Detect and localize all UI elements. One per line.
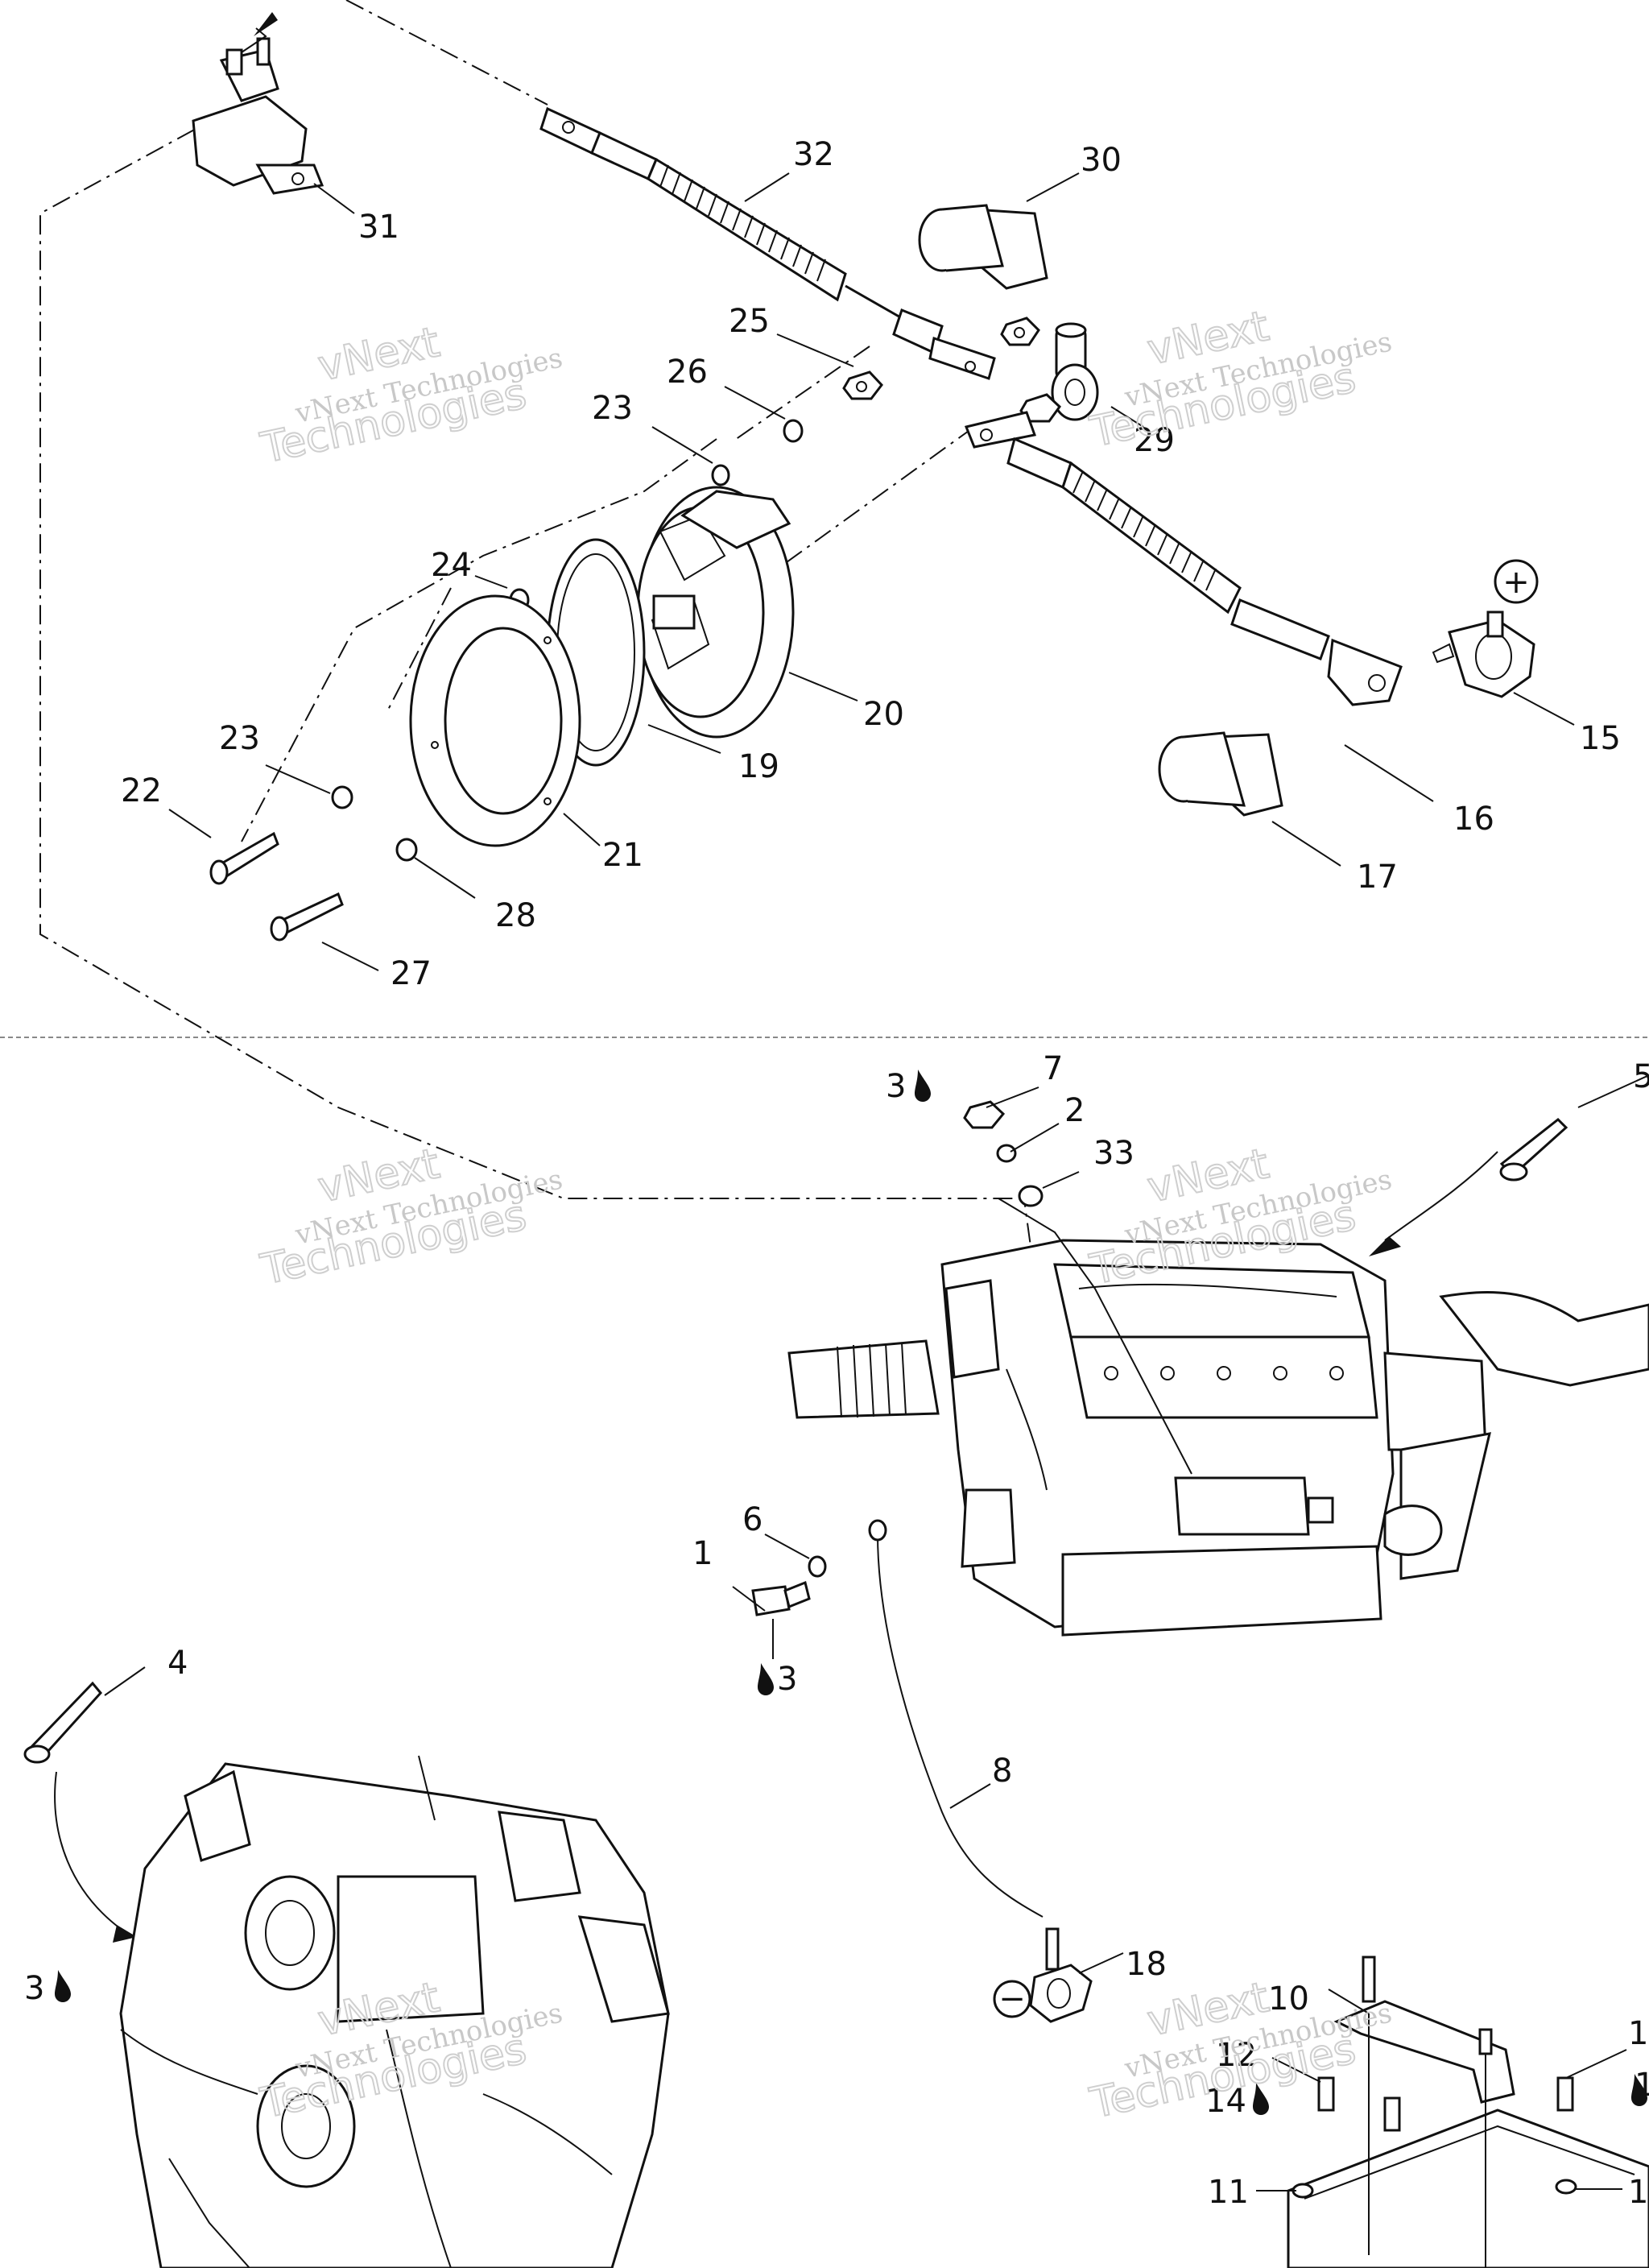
callout-3-left: 3: [24, 1970, 44, 2007]
callout-20: 20: [863, 696, 904, 733]
drop-icon: [915, 1070, 931, 1102]
drop-icon-right: [1631, 2074, 1647, 2106]
part-33-ring: [1018, 1185, 1044, 1207]
callout-10: 10: [1268, 1980, 1309, 2018]
callout-23-lower: 23: [219, 720, 260, 757]
callout-11-left: 11: [1208, 2174, 1249, 2211]
part-28-washer: [395, 838, 418, 862]
callout-8: 8: [992, 1753, 1012, 1790]
part-22-screw: [209, 831, 279, 885]
part-2-washer: [996, 1144, 1017, 1163]
callout-31: 31: [358, 209, 399, 246]
engine-side-view: [787, 1239, 1649, 1637]
callout-21: 21: [602, 837, 643, 874]
part-8-ring: [868, 1519, 887, 1542]
drop-icon: [55, 1970, 71, 2002]
part-5-cable-tie: [1369, 1117, 1568, 1256]
part-20-housing: [636, 486, 795, 739]
callout-24: 24: [431, 547, 472, 584]
part-29-elbow: [1051, 322, 1099, 421]
part-16-nut: [1019, 393, 1061, 423]
callout-1: 1: [692, 1535, 713, 1572]
callout-5: 5: [1633, 1058, 1649, 1095]
part-25-nut-b: [1000, 317, 1040, 346]
callout-23-upper: 23: [592, 390, 633, 427]
callout-28: 28: [495, 897, 536, 934]
callout-14-with-drop: 14: [1205, 2083, 1269, 2120]
engine-top-view: [119, 1755, 670, 2268]
callout-3-with-drop-left: 3: [24, 1970, 71, 2007]
callout-3-with-drop-middle: 3: [758, 1661, 797, 1698]
callout-2: 2: [1064, 1092, 1085, 1129]
callout-29: 29: [1134, 422, 1175, 459]
part-30-terminal-boot: [918, 204, 1048, 290]
callout-3-with-drop-upper: 3: [886, 1068, 931, 1105]
part-18-negative-clamp: [1029, 1927, 1093, 2023]
part-6-washer: [808, 1555, 827, 1578]
callout-33: 33: [1093, 1135, 1134, 1172]
callout-18: 18: [1126, 1946, 1167, 1983]
part-23-washer-upper: [711, 464, 730, 486]
part-25-nut: [842, 370, 883, 400]
part-1-bolt: [751, 1580, 811, 1616]
part-32-cable-upper: [539, 106, 996, 380]
part-21-flange: [409, 594, 581, 847]
part-31-solenoid: [192, 12, 324, 195]
callout-22: 22: [121, 772, 162, 809]
part-23-washer-lower: [331, 785, 353, 809]
callout-30: 30: [1081, 142, 1122, 179]
leader-lines: [104, 172, 1649, 2191]
minus-symbol-text: −: [998, 1980, 1026, 2018]
callout-17: 17: [1357, 859, 1398, 896]
part-4-cable-tie: [23, 1681, 137, 1943]
part-27-screw: [270, 892, 344, 942]
drop-icon: [758, 1663, 774, 1695]
plus-symbol-text: +: [1502, 564, 1530, 601]
callout-3-middle: 3: [777, 1661, 797, 1698]
callout-11-right: 11: [1628, 2174, 1649, 2211]
part-cable-lower: [964, 411, 1403, 706]
callout-25: 25: [729, 303, 770, 340]
callout-12-left: 12: [1216, 2037, 1257, 2074]
drop-icon: [1253, 2083, 1269, 2115]
battery-tray: [1287, 1956, 1649, 2268]
callout-32: 32: [793, 136, 834, 173]
part-7-nut: [963, 1100, 1006, 1129]
callout-14: 14: [1205, 2083, 1246, 2120]
part-17-terminal-boot: [1158, 731, 1283, 817]
callout-7: 7: [1043, 1050, 1063, 1087]
watermark-1: vNext Technologies vNext Technologies: [256, 317, 566, 474]
part-15-battery-clamp: [1432, 610, 1535, 698]
callout-3-upper: 3: [886, 1068, 906, 1105]
callout-16: 16: [1453, 801, 1494, 838]
watermark-3: vNext Technologies vNext Technologies: [256, 1139, 566, 1295]
callout-27: 27: [391, 955, 432, 992]
callout-12-right: 12: [1628, 2015, 1649, 2052]
callout-19: 19: [738, 748, 779, 785]
plus-symbol: +: [1494, 559, 1539, 604]
part-33-cable: [998, 1198, 1192, 1475]
watermark-2: vNext Technologies vNext Technologies: [1085, 301, 1395, 457]
part-8-ground-cable: [877, 1533, 1044, 1918]
callout-labels: 31 32 30 25 26 23 29 24 20 19 21 23 22 2…: [24, 136, 1649, 2211]
callout-26: 26: [667, 354, 708, 391]
part-26-washer: [783, 419, 804, 443]
callout-6: 6: [742, 1501, 763, 1538]
callout-4: 4: [167, 1645, 188, 1682]
callout-15: 15: [1580, 720, 1621, 757]
minus-symbol: −: [993, 1980, 1031, 2018]
